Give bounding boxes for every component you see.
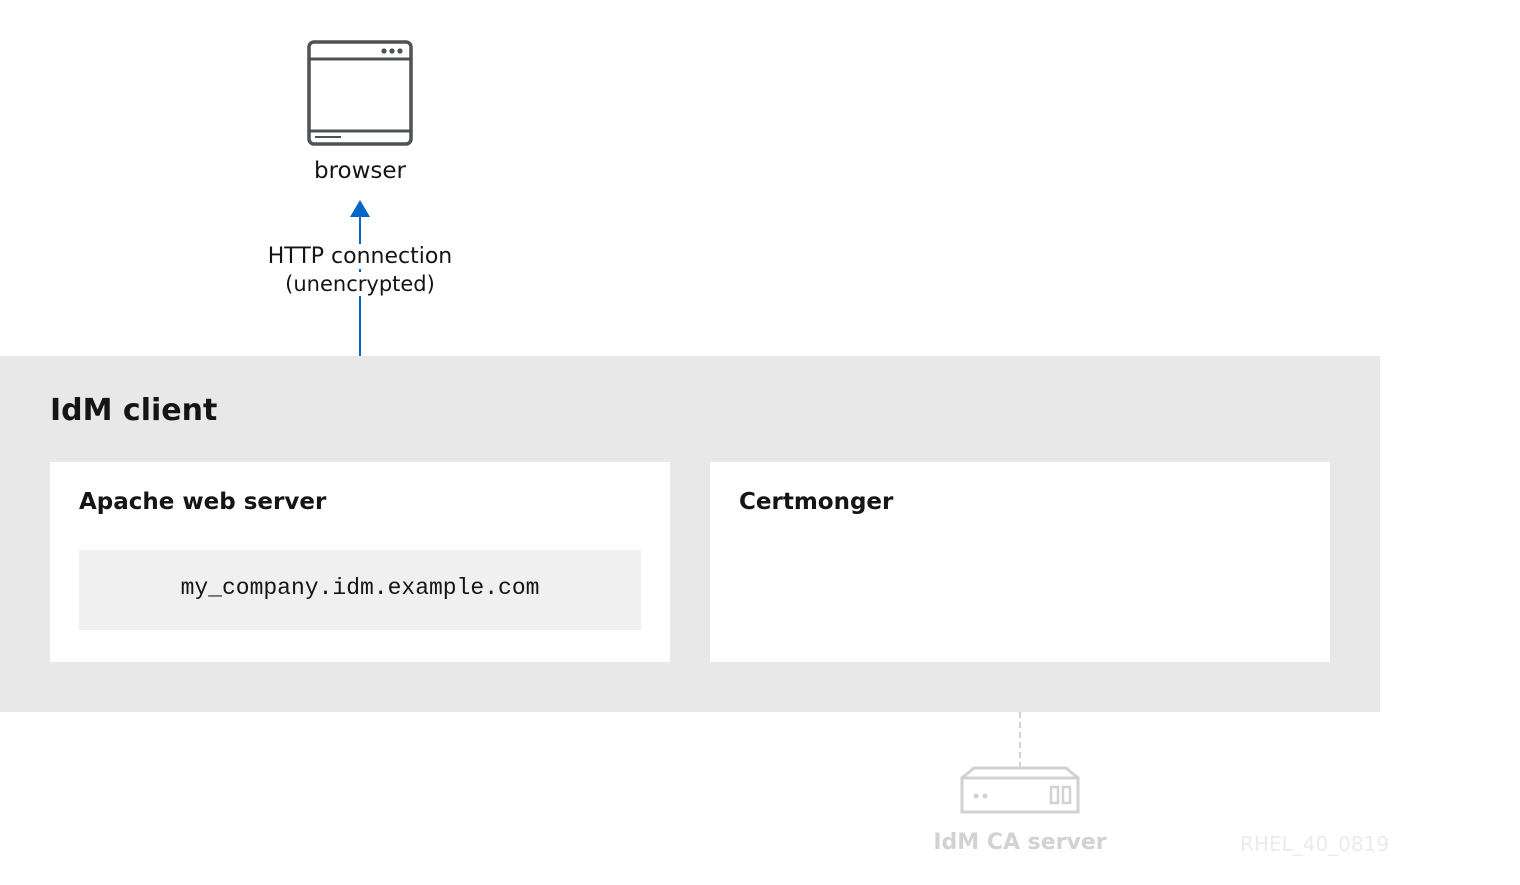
connection-subtitle: (unencrypted) (220, 272, 500, 296)
domain-name-box (79, 550, 641, 630)
reference-label: RHEL_40_0819 (1240, 832, 1390, 856)
browser-label: browser (313, 158, 407, 184)
connection-title: HTTP connection (220, 244, 500, 269)
apache-web-server-title: Apache web server (79, 489, 327, 515)
browser-window-icon (307, 40, 413, 146)
idm-client-title: IdM client (50, 393, 218, 428)
domain-name-text: my_company.idm.example.com (180, 575, 540, 601)
server-icon (960, 766, 1080, 814)
idm-ca-server-label: IdM CA server (933, 830, 1107, 855)
certmonger-title: Certmonger (739, 489, 894, 515)
ca-connection-dashed-line (1019, 712, 1023, 768)
certmonger-box (710, 462, 1330, 662)
